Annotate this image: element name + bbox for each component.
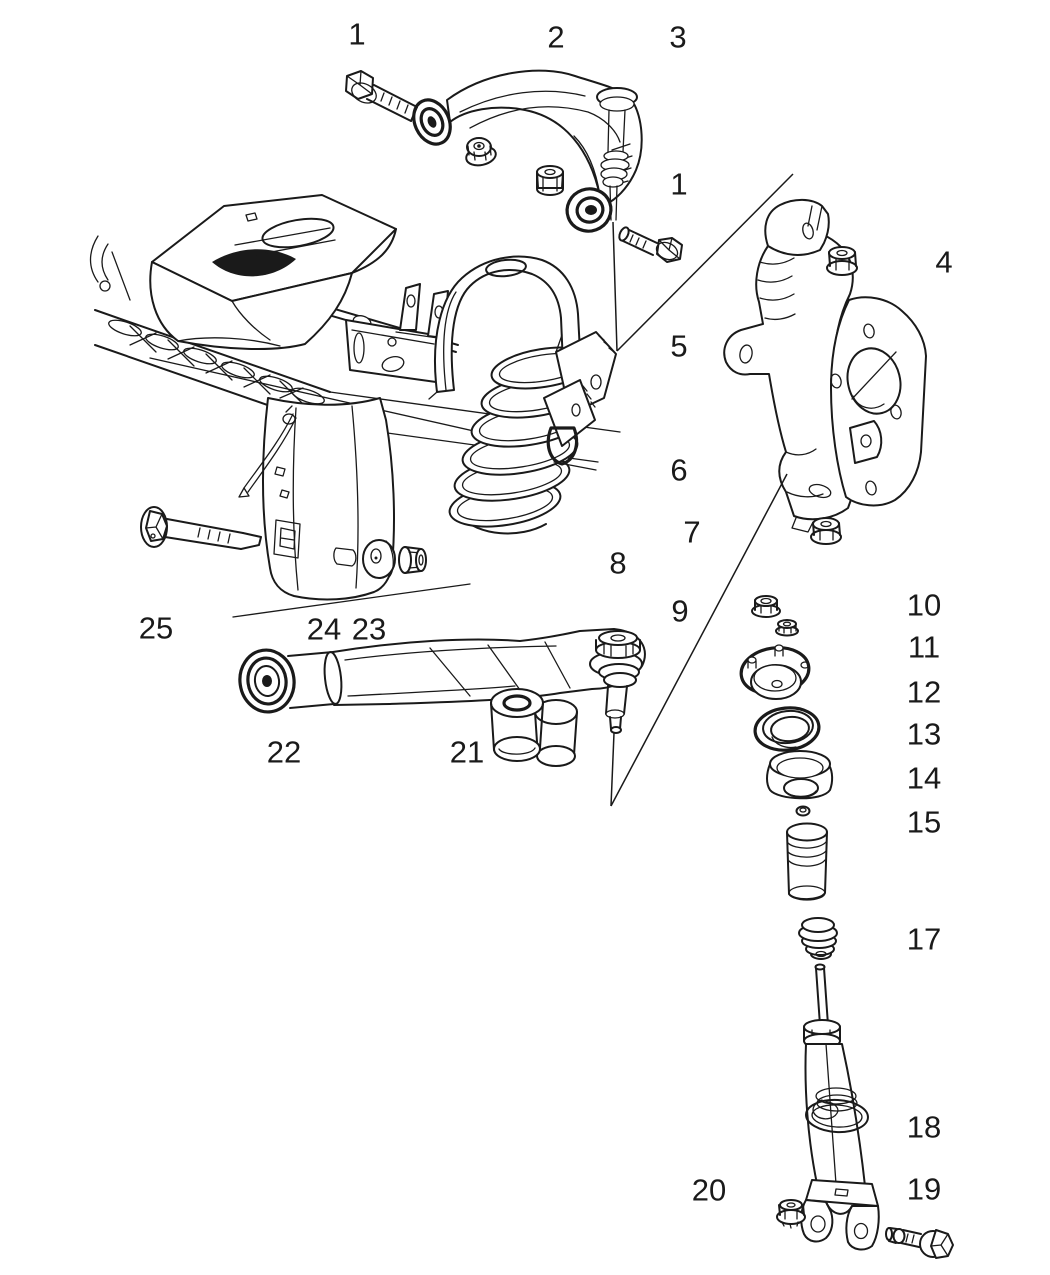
strut-mount bbox=[739, 644, 811, 700]
callout-number-knuckle-upper-nut: 4 bbox=[935, 245, 952, 280]
ball-joint-stud bbox=[605, 685, 628, 734]
jounce-bumper bbox=[798, 917, 838, 960]
jounce-bumper-cup bbox=[766, 750, 834, 800]
frame-horn-bracket bbox=[89, 194, 397, 351]
callout-number-coil-spring: 6 bbox=[670, 453, 687, 488]
callout-number-lca-bolt: 25 bbox=[139, 611, 173, 646]
callout-number-upper-arm-rear-bolt: 1 bbox=[670, 167, 687, 202]
shock-absorber bbox=[800, 963, 880, 1251]
shock-mount-fins bbox=[543, 331, 617, 471]
callout-number-knuckle-lower-nut: 7 bbox=[683, 515, 700, 550]
strut-rod-nut bbox=[751, 595, 781, 618]
callout-number-lca-rear-bushing: 21 bbox=[450, 735, 484, 770]
callout-number-shock-absorber: 18 bbox=[907, 1110, 941, 1145]
dust-shield bbox=[786, 822, 828, 901]
shock-fork bbox=[800, 1179, 880, 1251]
callout-number-steering-knuckle: 5 bbox=[670, 329, 687, 364]
lower-control-arm bbox=[238, 628, 646, 767]
callout-number-lca-front-bushing: 22 bbox=[267, 735, 301, 770]
callout-number-upper-control-arm: 3 bbox=[669, 20, 686, 55]
knuckle-lower-nut bbox=[810, 517, 842, 545]
callout-number-jounce-bumper: 17 bbox=[907, 922, 941, 957]
knuckle-upper-nut bbox=[826, 246, 858, 276]
callout-number-upper-arm-nuts: 2 bbox=[547, 20, 564, 55]
callout-number-upper-arm-front-bolt: 1 bbox=[348, 17, 365, 52]
uca-nut-rear bbox=[536, 165, 564, 196]
callout-number-lower-ball-joint: 8 bbox=[609, 546, 626, 581]
assembly-lines bbox=[610, 173, 794, 807]
callout-number-strut-mount: 12 bbox=[907, 675, 941, 710]
lca-front-bushing bbox=[238, 648, 343, 714]
spring-seat-bearing bbox=[753, 706, 821, 752]
callout-number-mount-stud-nut: 11 bbox=[908, 630, 940, 665]
mount-stud-nut bbox=[775, 619, 799, 637]
upper-ball-joint-axis bbox=[612, 221, 618, 352]
callout-number-spring-seat-bearing: 13 bbox=[907, 717, 941, 752]
callout-number-jounce-bumper-cup: 14 bbox=[907, 761, 941, 796]
retainer-ring bbox=[795, 805, 811, 817]
callout-number-retainer-ring: 15 bbox=[907, 805, 941, 840]
frame-center-plate bbox=[345, 319, 441, 383]
lower-ball-joint bbox=[589, 630, 643, 734]
lower-ball-joint-axis bbox=[610, 732, 615, 807]
callout-number-ball-joint-stud: 9 bbox=[671, 594, 688, 629]
lca-nut bbox=[398, 546, 427, 574]
uca-rear-bolt bbox=[618, 226, 683, 263]
uca-nut-front bbox=[465, 137, 497, 167]
fork-nut bbox=[776, 1199, 806, 1229]
knuckle-lower-boss-line bbox=[610, 473, 788, 807]
frame-channel-bracket bbox=[238, 397, 395, 601]
lca-rear-bushing bbox=[490, 688, 578, 767]
callout-number-fork-nut: 20 bbox=[692, 1173, 726, 1208]
uca-rear-bushing bbox=[565, 187, 613, 233]
lca-bolt bbox=[140, 506, 262, 550]
callout-number-fork-bolt: 19 bbox=[907, 1172, 941, 1207]
fork-bolt bbox=[885, 1227, 954, 1259]
uca-front-bolt bbox=[345, 70, 418, 122]
steering-knuckle bbox=[723, 198, 927, 533]
uca-front-bushing bbox=[412, 98, 452, 146]
sway-bar-cable bbox=[238, 413, 297, 498]
callout-number-lca-nut: 23 bbox=[352, 612, 386, 647]
upper-control-arm bbox=[412, 69, 643, 233]
callout-number-lca-washer: 24 bbox=[307, 612, 341, 647]
spring-tower-bracket bbox=[428, 255, 617, 471]
callout-number-strut-rod-nut: 10 bbox=[907, 588, 941, 623]
uca-ball-joint bbox=[596, 87, 638, 221]
lca-washer bbox=[362, 539, 396, 579]
knuckle-upper-boss-line bbox=[616, 173, 794, 352]
